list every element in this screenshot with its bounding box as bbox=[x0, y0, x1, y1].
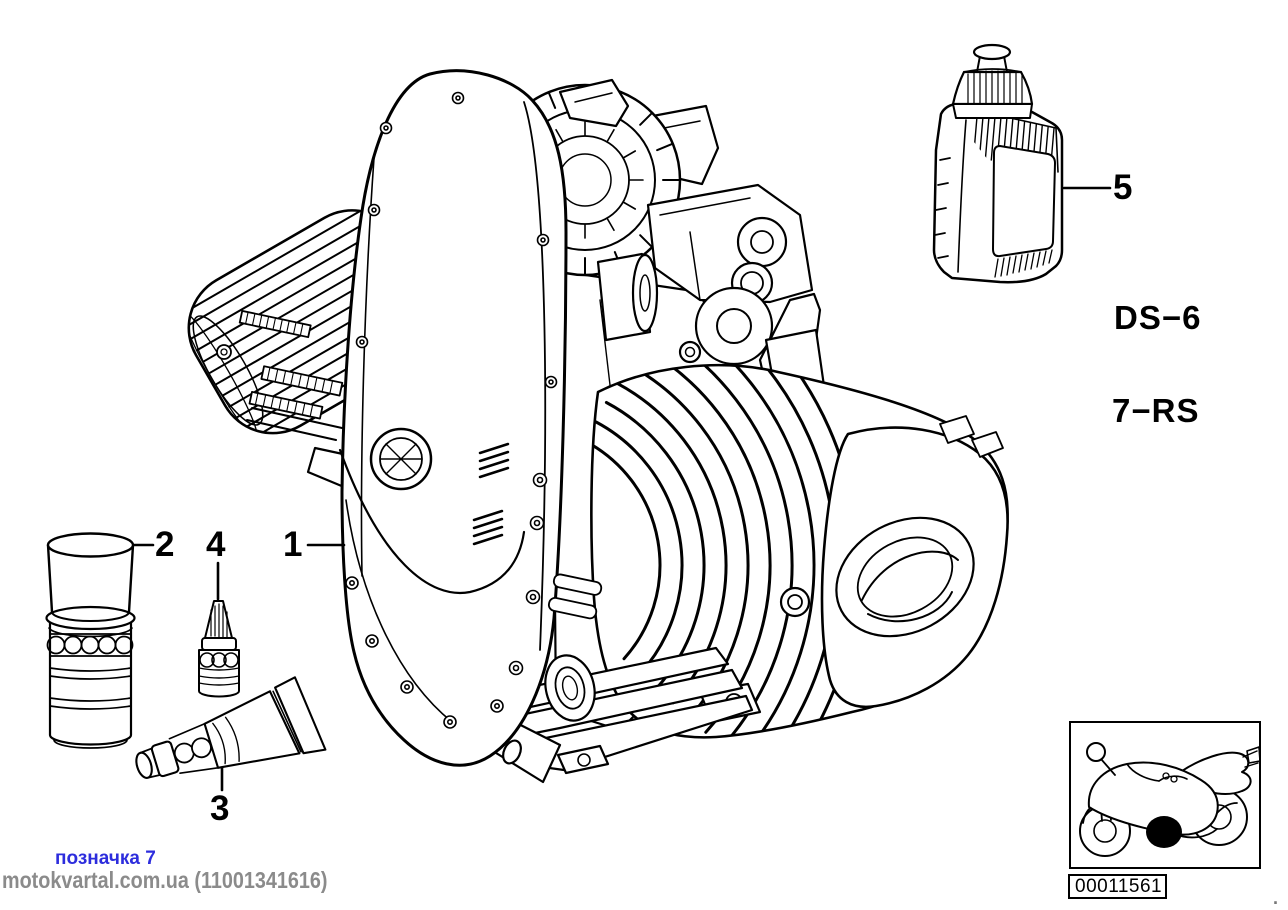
stray-dot: . bbox=[1273, 888, 1279, 908]
leader-lines bbox=[131, 186, 1112, 792]
image-code-box: 00011561 bbox=[1068, 874, 1167, 899]
cover-vents bbox=[472, 442, 510, 546]
callout-label-3[interactable]: 3 bbox=[210, 789, 230, 828]
variant-code-ds6: DS−6 bbox=[1114, 299, 1202, 336]
watermark-text: motokvartal.com.ua (11001341616) bbox=[2, 867, 328, 893]
crankcase-port bbox=[544, 654, 596, 722]
dropper-bottle-drawing bbox=[198, 600, 240, 698]
cover-bolts bbox=[345, 91, 558, 729]
front-cover bbox=[338, 69, 568, 767]
callout-label-4[interactable]: 4 bbox=[206, 525, 226, 564]
motorcycle-thumbnail-box bbox=[1069, 721, 1261, 869]
variant-code-7rs: 7−RS bbox=[1112, 392, 1200, 429]
pushrod-tubes bbox=[547, 573, 603, 620]
cover-emblem bbox=[369, 427, 433, 491]
callout-label-2[interactable]: 2 bbox=[155, 525, 175, 564]
callout-label-1[interactable]: 1 bbox=[283, 525, 303, 564]
spray-can-drawing bbox=[45, 532, 136, 749]
image-code: 00011561 bbox=[1075, 875, 1163, 897]
right-cylinder bbox=[590, 363, 1009, 739]
belt-clamp bbox=[558, 78, 630, 128]
engine-illustration bbox=[176, 69, 1009, 784]
oil-bottle-drawing bbox=[932, 43, 1064, 284]
motorcycle-icon bbox=[1079, 742, 1259, 857]
sealant-tube-drawing bbox=[135, 676, 327, 779]
mark-link[interactable]: позначка 7 bbox=[55, 848, 156, 869]
callout-label-5[interactable]: 5 bbox=[1113, 168, 1133, 207]
